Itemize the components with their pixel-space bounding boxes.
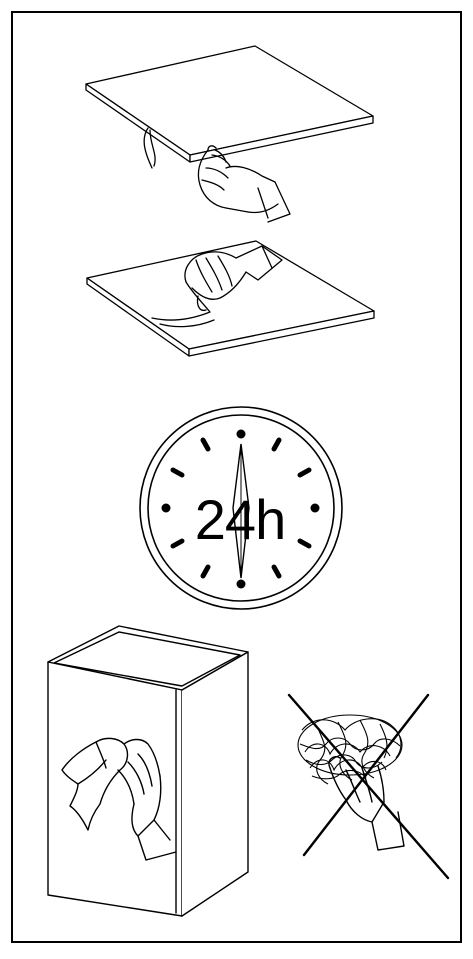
peel-protective-film-icon: [86, 46, 373, 222]
clock-24h-label: 24h: [140, 480, 340, 560]
remove-film-icon: [87, 241, 374, 356]
clock-dot-6: [237, 580, 246, 589]
no-abrasive-scrubber-icon: [289, 695, 448, 878]
clock-dot-12: [237, 430, 246, 439]
wipe-with-soft-cloth-icon: [48, 626, 248, 916]
scrubbing-hand-icon: [329, 757, 404, 850]
prohibited-x-icon: [289, 695, 448, 878]
